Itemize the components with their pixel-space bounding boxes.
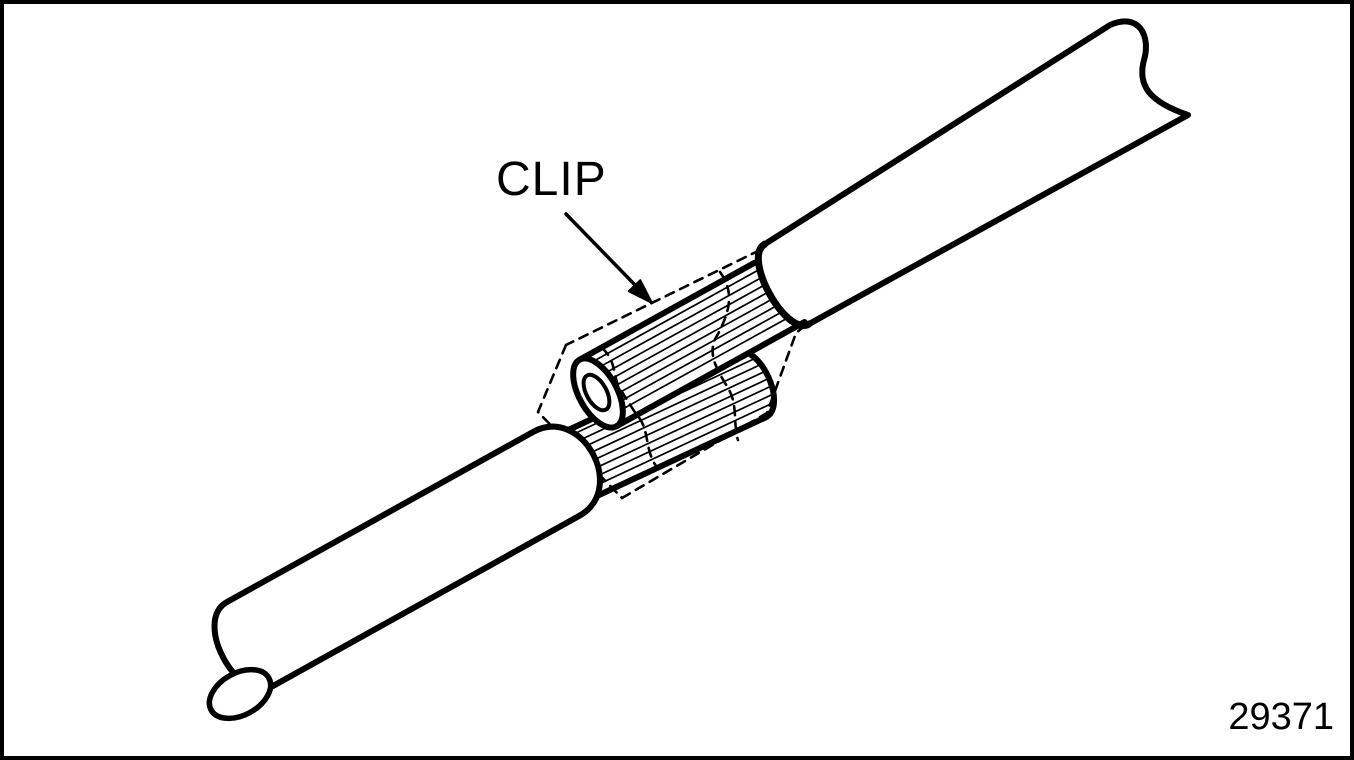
upper-core-hatching bbox=[592, 268, 789, 410]
clip-callout bbox=[564, 212, 653, 304]
upper-core-bore-hole bbox=[581, 372, 612, 413]
lower-jacket-curl bbox=[206, 666, 274, 722]
clip-outline-bottom-edge bbox=[620, 321, 810, 500]
upper-cable-core bbox=[570, 259, 808, 431]
upper-core-bottom-edge bbox=[613, 319, 808, 430]
callout-arrowhead-icon bbox=[627, 279, 653, 304]
lower-core-hatching bbox=[550, 352, 775, 497]
clip-label: CLIP bbox=[496, 153, 607, 206]
lower-cable-core bbox=[546, 348, 778, 508]
clip-band-edge-left bbox=[600, 346, 658, 468]
clip-outline-top-edge bbox=[564, 248, 762, 347]
diagram-linework bbox=[206, 18, 1191, 722]
clip-band-edge-right bbox=[711, 270, 740, 442]
lower-cable-jacket bbox=[206, 423, 603, 722]
callout-arrow-line bbox=[564, 212, 639, 289]
figure-number: 29371 bbox=[1228, 696, 1334, 738]
lower-jacket-outline bbox=[211, 423, 603, 692]
clip-hidden-outline bbox=[564, 248, 810, 500]
